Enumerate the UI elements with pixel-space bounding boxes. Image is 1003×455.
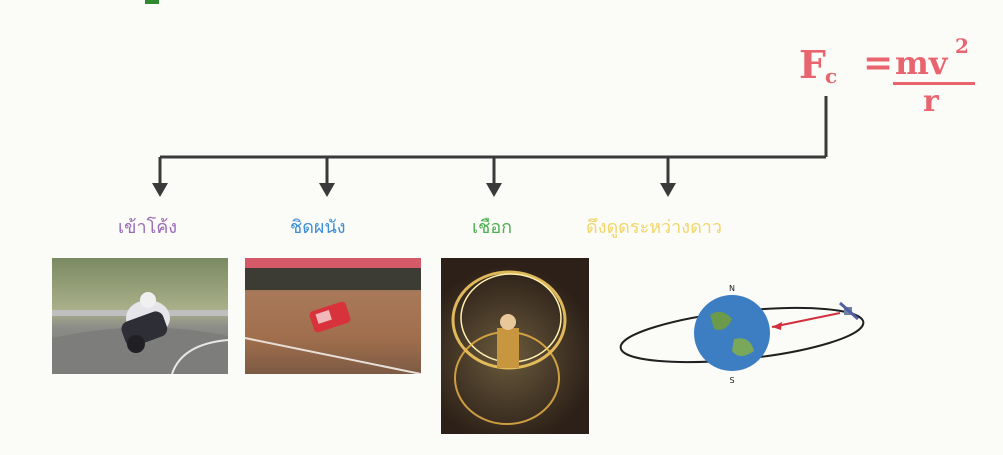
label-gravity: ดึงดูดระหว่างดาว bbox=[586, 217, 722, 238]
motorcycle-photo bbox=[52, 258, 228, 374]
formula-subscript: c bbox=[825, 64, 838, 88]
arrowhead-1 bbox=[152, 183, 168, 197]
gravity-arrow bbox=[771, 312, 841, 328]
formula-denominator: r bbox=[923, 84, 939, 119]
north-label: N bbox=[729, 285, 735, 293]
label-cornering: เข้าโค้ง bbox=[118, 217, 178, 238]
label-rope: เชือก bbox=[472, 217, 513, 238]
formula-superscript: 2 bbox=[955, 34, 969, 58]
arrowhead-4 bbox=[660, 183, 676, 197]
south-label: S bbox=[729, 376, 734, 385]
scan-mark bbox=[145, 0, 159, 4]
centripetal-force-formula: F c = mv 2 r bbox=[795, 34, 985, 119]
wall-of-death-photo bbox=[245, 258, 421, 374]
fraction-bar bbox=[893, 82, 975, 85]
label-wall: ชิดผนัง bbox=[290, 217, 346, 238]
formula-equals: = bbox=[863, 42, 894, 84]
earth-icon bbox=[694, 295, 770, 371]
satellite-orbit-illustration: N S bbox=[618, 285, 866, 385]
satellite-icon bbox=[839, 301, 859, 321]
arrowhead-3 bbox=[486, 183, 502, 197]
formula-f: F bbox=[799, 42, 826, 87]
rope-light-photo bbox=[441, 258, 589, 434]
arrowhead-2 bbox=[319, 183, 335, 197]
formula-numerator: mv bbox=[895, 44, 948, 82]
